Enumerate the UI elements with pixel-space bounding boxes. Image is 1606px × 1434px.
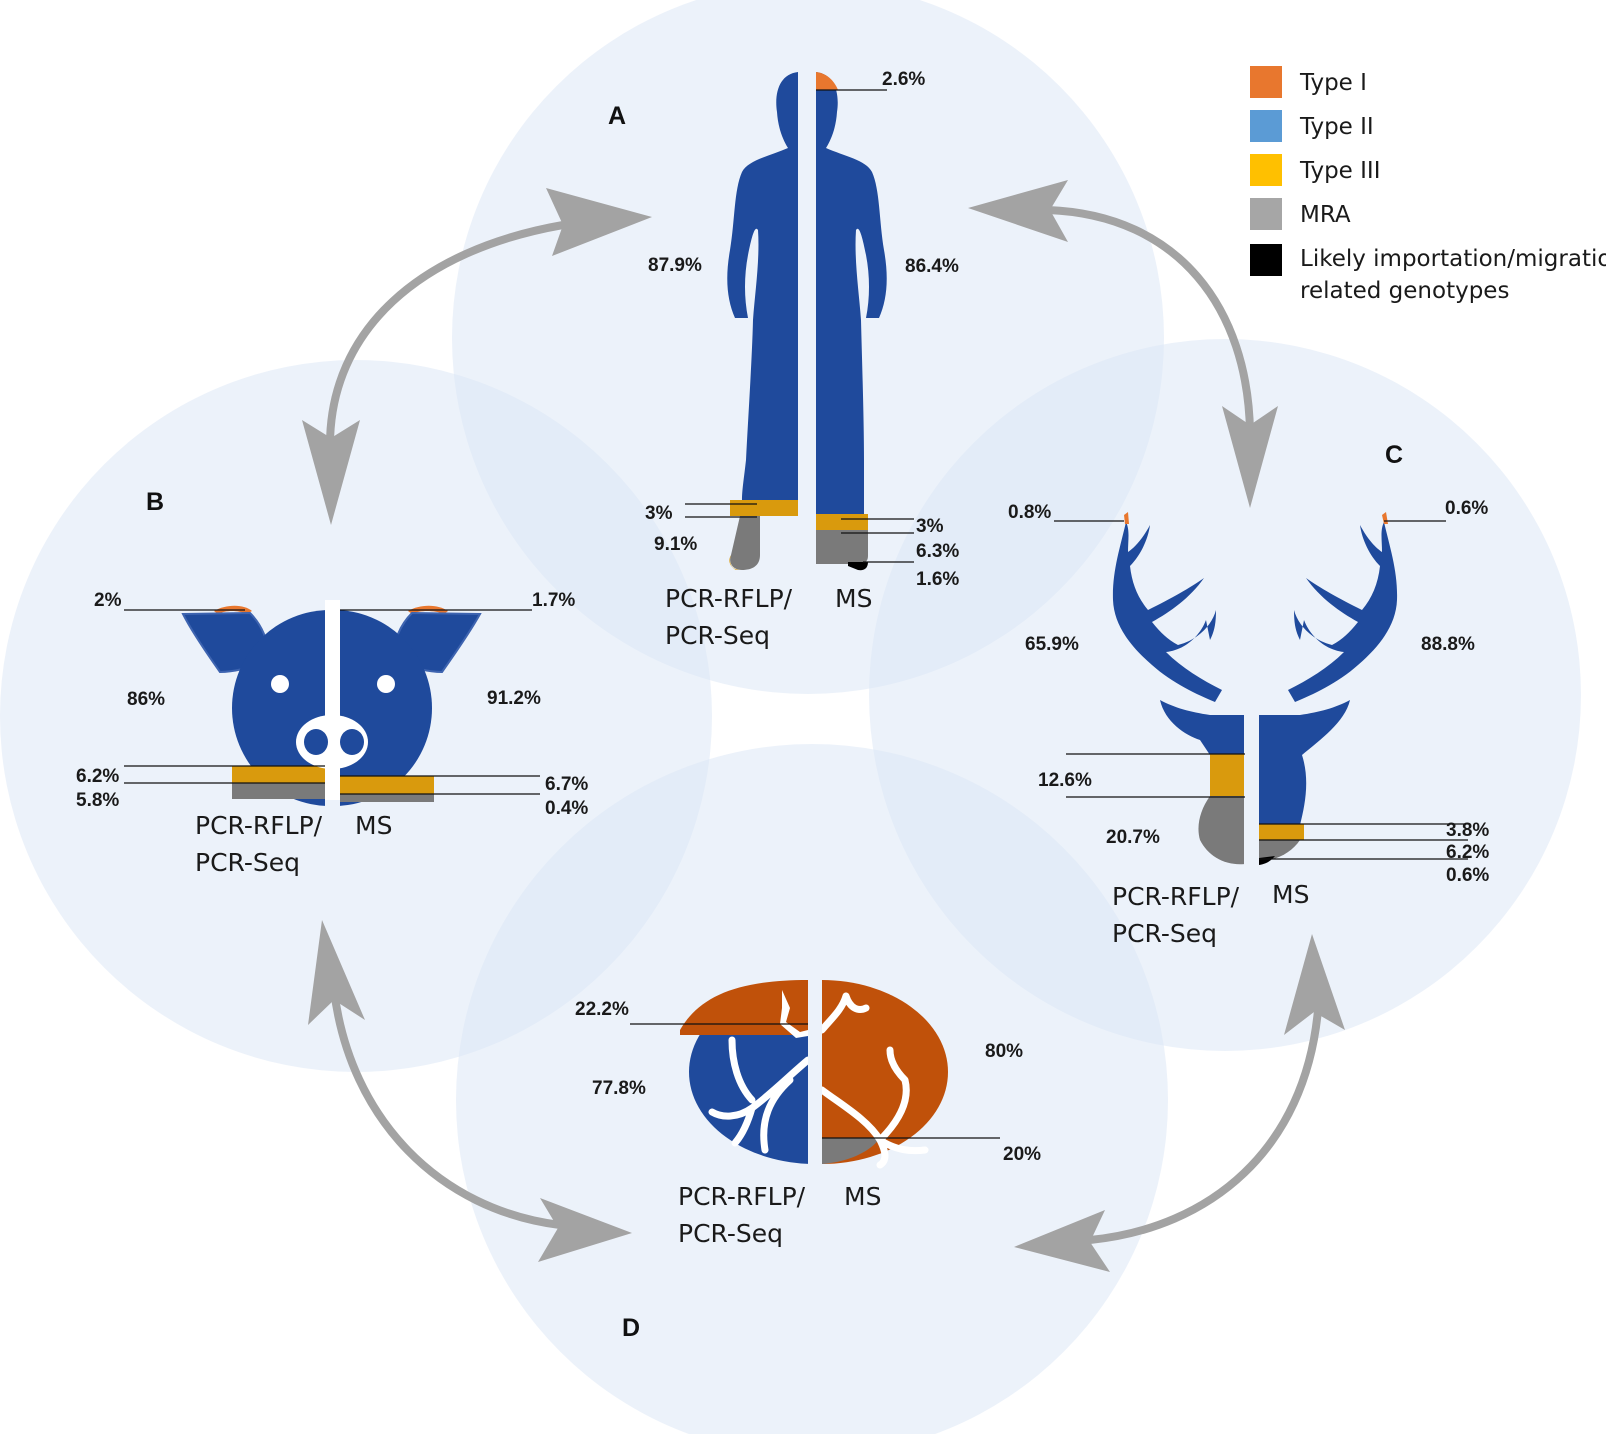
label-a-r-type-iii: 3% — [916, 516, 944, 537]
label-a-l-mra: 9.1% — [654, 534, 697, 555]
label-d-l-type-i: 22.2% — [575, 999, 629, 1020]
method-c-left-1: PCR-RFLP/ — [1112, 882, 1240, 911]
label-a-l-type-iii: 3% — [645, 503, 673, 524]
method-d-left-2: PCR-Seq — [678, 1219, 783, 1248]
legend-label-type-ii: Type II — [1299, 114, 1374, 140]
legend-label-migration-1: Likely importation/migration — [1300, 246, 1606, 272]
label-c-r-type-i: 0.6% — [1445, 498, 1488, 519]
label-c-l-mra: 20.7% — [1106, 827, 1160, 848]
panel-letter-a: A — [608, 102, 626, 130]
legend-item-type-i: Type I — [1250, 66, 1367, 98]
legend-item-type-ii: Type II — [1250, 110, 1374, 142]
label-c-l-type-iii: 12.6% — [1038, 770, 1092, 791]
label-b-l-type-iii: 6.2% — [76, 766, 119, 787]
arrow-c-d — [1014, 934, 1345, 1272]
label-c-r-mra: 6.2% — [1446, 842, 1489, 863]
legend-item-migration: Likely importation/migration related gen… — [1250, 244, 1606, 304]
label-c-l-type-i: 0.8% — [1008, 502, 1051, 523]
panel-a: A 2.6% 87 — [608, 69, 959, 650]
panel-letter-d: D — [622, 1314, 640, 1342]
legend-swatch-type-i — [1250, 66, 1282, 98]
pig-left-half — [181, 605, 325, 806]
method-a-left-2: PCR-Seq — [665, 621, 770, 650]
arrow-a-b — [302, 188, 652, 525]
label-a-r-migration: 1.6% — [916, 569, 959, 590]
method-b-right: MS — [355, 811, 392, 840]
emblem-left-half — [680, 980, 808, 1164]
label-a-r-mra: 6.3% — [916, 541, 959, 562]
label-b-r-type-i: 1.7% — [532, 590, 575, 611]
method-b-left-1: PCR-RFLP/ — [195, 811, 323, 840]
human-silhouette — [727, 72, 887, 571]
label-a-r-type-i: 2.6% — [882, 69, 925, 90]
label-d-r-mra: 20% — [1003, 1144, 1041, 1165]
human-right-half — [816, 72, 887, 571]
legend-item-type-iii: Type III — [1250, 154, 1381, 186]
arrowhead-d-right — [1014, 1210, 1110, 1272]
panel-d: D 22.2% 77.8% 80% 20% PCR-RFLP/ PCR-Seq … — [575, 980, 1041, 1342]
arrow-a-c — [968, 180, 1278, 508]
label-b-l-type-i: 2% — [94, 590, 122, 611]
label-a-r-type-ii: 86.4% — [905, 256, 959, 277]
arrowhead-c — [1222, 406, 1278, 508]
label-a-l-type-ii: 87.9% — [648, 255, 702, 276]
pig-snout — [296, 600, 368, 800]
legend-label-type-iii: Type III — [1299, 158, 1381, 184]
legend: Type I Type II Type III MRA Likely impor… — [1250, 66, 1606, 304]
arrowhead-a-right — [968, 180, 1068, 242]
label-c-r-type-iii: 3.8% — [1446, 820, 1489, 841]
label-c-r-migration: 0.6% — [1446, 865, 1489, 886]
legend-swatch-type-iii — [1250, 154, 1282, 186]
label-c-r-type-ii: 88.8% — [1421, 634, 1475, 655]
label-c-l-type-ii: 65.9% — [1025, 634, 1079, 655]
method-a-right: MS — [835, 584, 872, 613]
label-b-r-type-ii: 91.2% — [487, 688, 541, 709]
legend-item-mra: MRA — [1250, 198, 1351, 230]
emblem-right-half — [822, 980, 948, 1169]
panel-c: C 0.8% 0.6% 65.9% — [1008, 441, 1489, 948]
legend-label-type-i: Type I — [1299, 70, 1367, 96]
legend-label-migration-2: related genotypes — [1300, 278, 1509, 304]
label-b-r-mra: 0.4% — [545, 798, 588, 819]
arrowhead-a — [546, 188, 652, 256]
method-c-right: MS — [1272, 880, 1309, 909]
label-b-l-mra: 5.8% — [76, 790, 119, 811]
label-b-l-type-ii: 86% — [127, 689, 165, 710]
method-d-right: MS — [844, 1182, 881, 1211]
arrows — [302, 180, 1345, 1272]
panel-letter-b: B — [146, 488, 164, 516]
method-d-left-1: PCR-RFLP/ — [678, 1182, 806, 1211]
deer-left-half — [1112, 512, 1244, 865]
legend-label-mra: MRA — [1300, 202, 1351, 228]
label-b-r-type-iii: 6.7% — [545, 774, 588, 795]
legend-swatch-type-ii — [1250, 110, 1282, 142]
arrowhead-b-bottom — [308, 920, 365, 1025]
panel-letter-c: C — [1385, 441, 1403, 469]
circle-d — [456, 744, 1168, 1434]
label-d-r-type-i: 80% — [985, 1041, 1023, 1062]
legend-swatch-mra — [1250, 198, 1282, 230]
panel-b: B — [76, 488, 588, 877]
label-d-l-type-ii: 77.8% — [592, 1078, 646, 1099]
arrowhead-d-left — [538, 1198, 632, 1262]
pig-right-half — [340, 605, 482, 806]
arrowhead-c-bottom — [1284, 934, 1345, 1035]
arrow-b-d — [308, 920, 632, 1262]
method-a-left-1: PCR-RFLP/ — [665, 584, 793, 613]
method-b-left-2: PCR-Seq — [195, 848, 300, 877]
method-c-left-2: PCR-Seq — [1112, 919, 1217, 948]
deer-right-half — [1259, 512, 1398, 865]
arrowhead-b — [302, 420, 360, 525]
legend-swatch-migration — [1250, 244, 1282, 276]
human-left-half — [727, 72, 798, 570]
